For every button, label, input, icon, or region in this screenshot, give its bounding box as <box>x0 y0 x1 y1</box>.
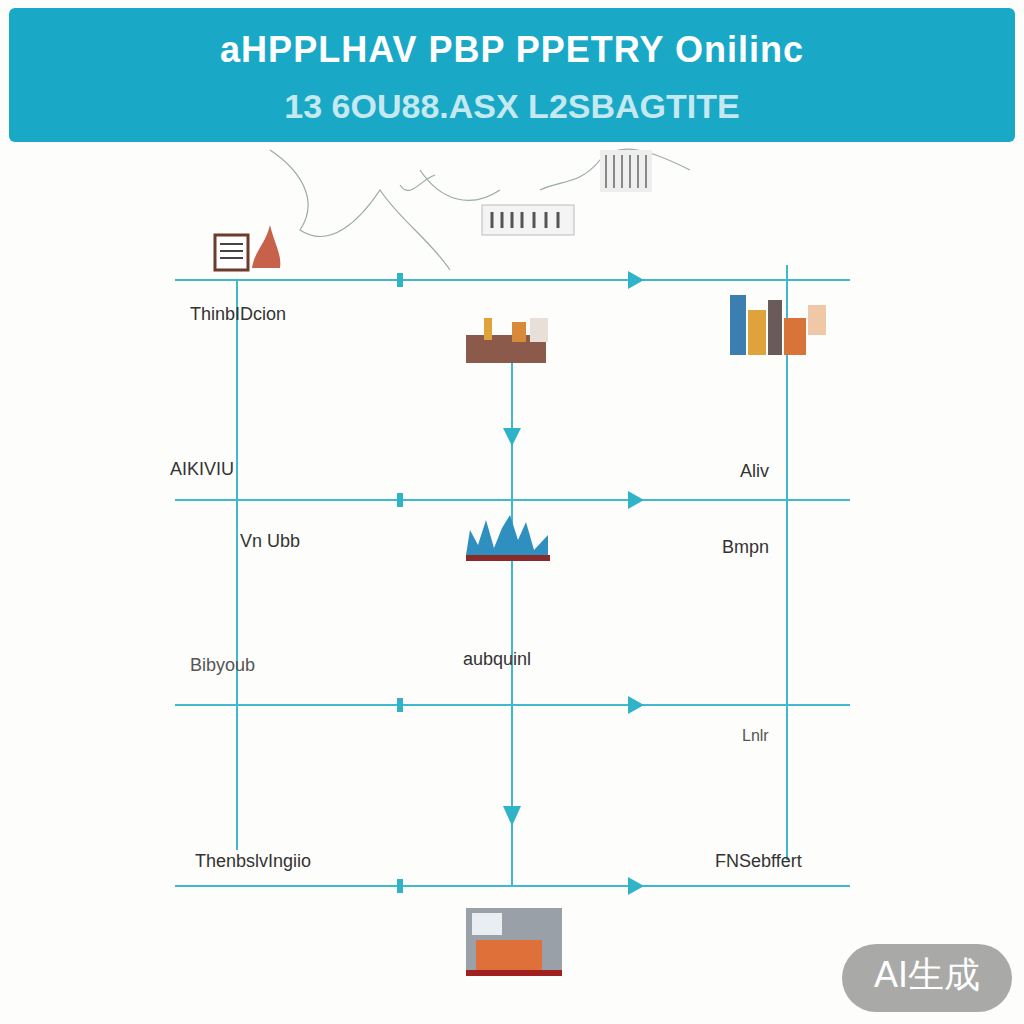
grid-label: ThenbslvIngiio <box>195 852 311 872</box>
title-text: aHPPLHAV PBP PPETRY Onilinc <box>0 30 1024 70</box>
barcode-icons <box>482 150 652 235</box>
grid-label: Aliv <box>740 462 769 482</box>
watermark-text: AI生成 <box>842 955 1012 995</box>
building-icon <box>466 908 562 976</box>
grid-label: aubquinl <box>463 650 531 670</box>
arrow-heads <box>397 271 644 895</box>
grid-label: AIKIVIU <box>170 460 234 480</box>
scribble-wires <box>270 149 690 270</box>
city-icon <box>730 295 826 355</box>
grid-label: Lnlr <box>742 727 769 745</box>
notepad-icon <box>215 225 280 270</box>
grid-label: FNSebffert <box>715 852 802 872</box>
grid-label: Vn Ubb <box>240 532 300 552</box>
factory-icon <box>466 318 548 363</box>
grid-label: ThinbIDcion <box>190 305 286 325</box>
skyline-icon <box>466 515 550 561</box>
banner-subtitle: 13 6OU88.ASX L2SBAGTITE <box>0 88 1024 125</box>
grid-lines <box>175 265 850 886</box>
grid-label: Bmpn <box>722 538 769 558</box>
grid-label: Bibyoub <box>190 656 255 676</box>
